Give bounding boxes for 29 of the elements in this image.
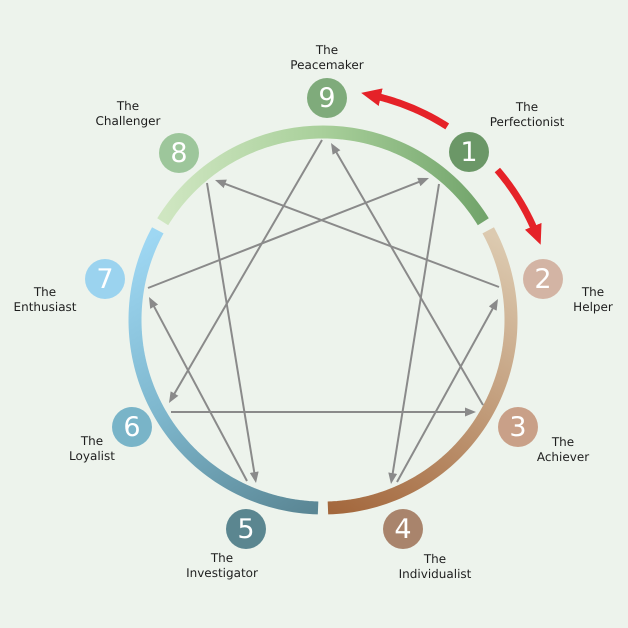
arrow [148, 178, 429, 289]
type-name-label: The Perfectionist [490, 100, 564, 130]
arrow [396, 299, 498, 482]
arrow [171, 408, 476, 416]
type-name-label: The Achiever [536, 435, 590, 465]
arrow [169, 140, 323, 403]
number-circle: 3 [498, 407, 538, 447]
type-name-label: The Challenger [96, 99, 160, 129]
number-circle: 2 [523, 259, 563, 299]
number-circle: 1 [449, 132, 489, 172]
type-name-label: The Helper [573, 285, 613, 315]
number-circle: 8 [159, 133, 199, 173]
arrow [215, 180, 500, 288]
number-circle: 7 [85, 259, 125, 299]
curved-arrow [494, 168, 542, 245]
arrow [388, 184, 440, 484]
number-circle: 9 [307, 78, 347, 118]
number-circle: 4 [383, 509, 423, 549]
type-name-label: The Peacemaker [290, 43, 364, 73]
arrow [206, 182, 259, 483]
type-name-label: The Investigator [186, 551, 258, 581]
type-name-label: The Enthusiast [14, 285, 76, 315]
number-circle: 6 [112, 407, 152, 447]
arrow [331, 143, 484, 406]
type-name-label: The Loyalist [69, 434, 115, 464]
curved-arrow [361, 88, 450, 130]
arrow [149, 297, 248, 482]
type-name-label: The Individualist [398, 552, 472, 582]
number-circle: 5 [226, 509, 266, 549]
